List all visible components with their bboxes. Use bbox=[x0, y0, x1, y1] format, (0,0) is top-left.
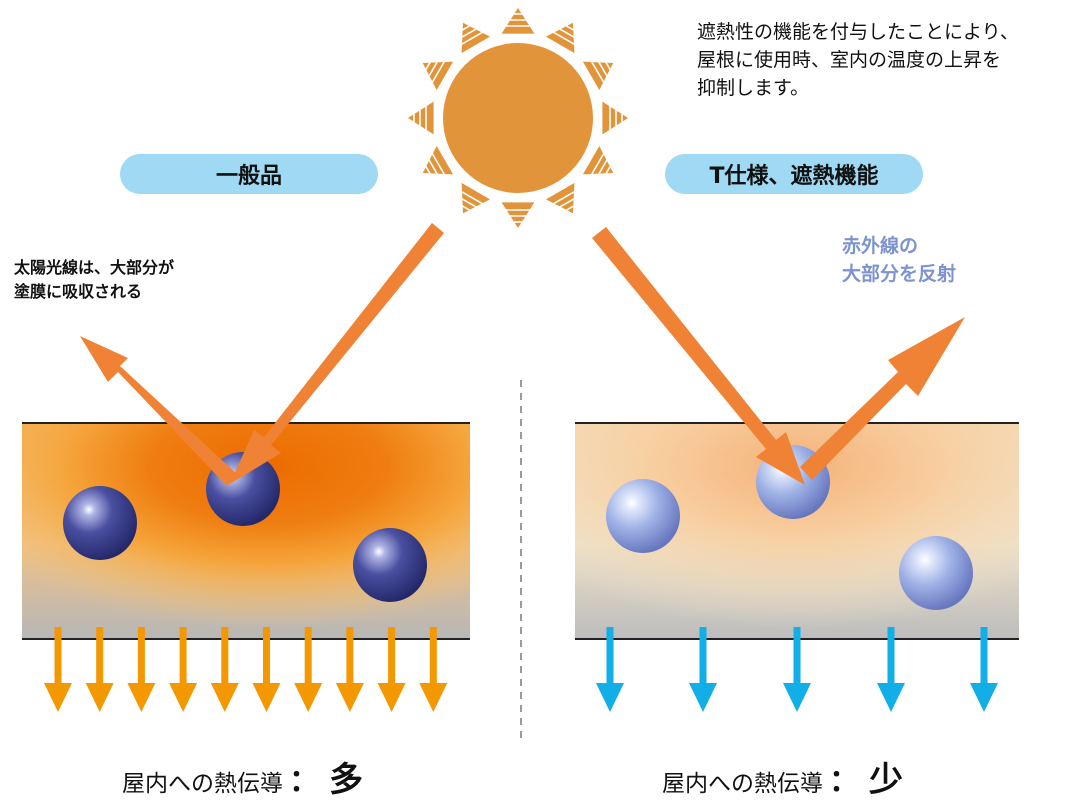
sun-ray-stripe bbox=[460, 190, 484, 205]
right-heat-arrows bbox=[596, 627, 998, 712]
right-incoming-ray-arrow bbox=[592, 227, 805, 485]
heat-shield-spec-text: T仕様、遮熱機能 bbox=[709, 164, 879, 189]
absorption-caption-line-1: 太陽光線は、大部分が bbox=[14, 258, 175, 277]
sun-rays bbox=[408, 8, 628, 228]
sun-ray-stripe bbox=[461, 28, 477, 38]
note-line-3: 抑制します。 bbox=[697, 77, 810, 99]
sun-ray-stripe bbox=[431, 152, 446, 176]
downward-heat-arrow-icon bbox=[44, 627, 72, 712]
sun-icon bbox=[408, 8, 628, 228]
sun-ray-stripe bbox=[605, 166, 611, 174]
sun-ray-stripe bbox=[425, 166, 431, 174]
downward-heat-arrow-icon bbox=[294, 627, 323, 712]
sun-ray-stripe bbox=[431, 60, 446, 84]
pigment-sphere bbox=[606, 479, 680, 553]
heat-conduction-value-low: 少 bbox=[869, 760, 903, 800]
downward-heat-arrow-icon bbox=[127, 627, 156, 712]
heat-conduction-value-high: 多 bbox=[329, 760, 363, 800]
downward-heat-arrow-icon bbox=[877, 627, 905, 712]
downward-heat-arrow-icon bbox=[783, 627, 811, 712]
sun-ray-stripe bbox=[460, 31, 484, 46]
sun-ray bbox=[582, 145, 614, 175]
sun-ray-stripe bbox=[559, 28, 575, 38]
sun-ray-stripe bbox=[590, 60, 605, 84]
sun-ray-stripe bbox=[428, 61, 438, 77]
sun-ray-stripe bbox=[566, 25, 574, 31]
pigment-sphere bbox=[899, 536, 973, 610]
pigment-sphere bbox=[63, 486, 137, 560]
sun-ray-stripe bbox=[566, 205, 574, 211]
left-incoming-ray-arrow bbox=[230, 223, 444, 484]
sun-ray bbox=[461, 182, 491, 214]
sun-ray-stripe bbox=[559, 198, 575, 208]
heat-conduction-label: 屋内への熱伝導 bbox=[662, 771, 823, 797]
sun-ray-stripe bbox=[462, 25, 470, 31]
sun-ray bbox=[422, 145, 454, 175]
sun-ray-stripe bbox=[425, 62, 431, 70]
downward-heat-arrow-icon bbox=[419, 627, 448, 712]
left-heat-conduction-result: 屋内への熱伝導 ： 多 bbox=[122, 752, 363, 801]
reflection-caption-line-1: 赤外線の bbox=[842, 235, 919, 257]
downward-heat-arrow-icon bbox=[335, 627, 364, 712]
sun-ray-stripe bbox=[552, 190, 576, 205]
downward-heat-arrow-icon bbox=[377, 627, 406, 712]
sun-ray bbox=[422, 61, 454, 91]
heat-conduction-label: 屋内への熱伝導 bbox=[122, 771, 283, 797]
sun-ray-stripe bbox=[598, 61, 608, 77]
sun-ray bbox=[545, 22, 575, 54]
note-line-1: 遮熱性の機能を付与したことにより、 bbox=[697, 21, 1019, 43]
right-coating-panel bbox=[575, 422, 1019, 640]
right-reflection-arrow-icon bbox=[800, 317, 965, 480]
heat-shield-spec-label: T仕様、遮熱機能 bbox=[665, 154, 923, 194]
absorption-caption-line-2: 塗膜に吸収される bbox=[14, 282, 143, 301]
sun-ray-stripe bbox=[598, 159, 608, 175]
sun-disc bbox=[443, 43, 593, 193]
left-heat-arrows bbox=[44, 627, 448, 712]
description-note: 遮熱性の機能を付与したことにより、 屋根に使用時、室内の温度の上昇を 抑制します… bbox=[697, 18, 1077, 102]
sun-ray-stripe bbox=[552, 31, 576, 46]
downward-heat-arrow-icon bbox=[596, 627, 624, 712]
standard-product-text: 一般品 bbox=[215, 164, 282, 189]
sun-ray-stripe bbox=[590, 152, 605, 176]
sun-ray-stripe bbox=[605, 62, 611, 70]
downward-heat-arrow-icon bbox=[169, 627, 198, 712]
downward-heat-arrow-icon bbox=[210, 627, 239, 712]
reflection-caption: 赤外線の 大部分を反射 bbox=[842, 232, 1062, 288]
sun-ray bbox=[582, 61, 614, 91]
sun-ray-stripe bbox=[428, 159, 438, 175]
result-colon: ： bbox=[829, 764, 859, 799]
downward-heat-arrow-icon bbox=[970, 627, 998, 712]
sun-ray bbox=[545, 182, 575, 214]
left-reflection-arrow-icon bbox=[80, 336, 238, 486]
result-colon: ： bbox=[289, 764, 319, 799]
note-line-2: 屋根に使用時、室内の温度の上昇を bbox=[697, 49, 1002, 71]
reflection-caption-line-2: 大部分を反射 bbox=[842, 263, 957, 285]
sun-ray-stripe bbox=[461, 198, 477, 208]
pigment-sphere bbox=[353, 528, 427, 602]
sun-ray bbox=[461, 22, 491, 54]
sun-ray-stripe bbox=[462, 205, 470, 211]
absorption-caption: 太陽光線は、大部分が 塗膜に吸収される bbox=[14, 256, 254, 304]
downward-heat-arrow-icon bbox=[85, 627, 114, 712]
right-heat-conduction-result: 屋内への熱伝導 ： 少 bbox=[662, 752, 903, 801]
downward-heat-arrow-icon bbox=[689, 627, 717, 712]
standard-product-label: 一般品 bbox=[120, 154, 378, 194]
downward-heat-arrow-icon bbox=[252, 627, 281, 712]
